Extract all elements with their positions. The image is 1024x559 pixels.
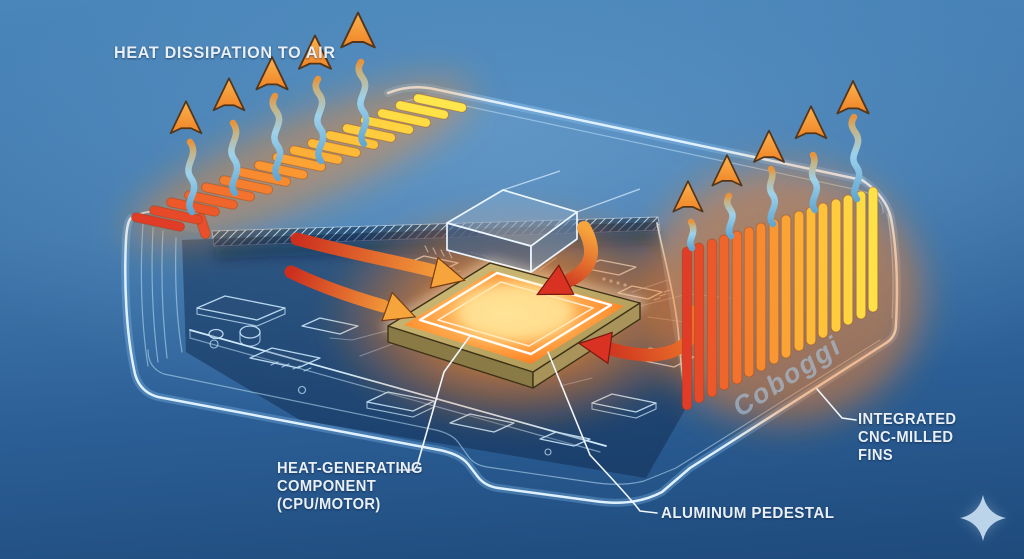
pcb-capacitor xyxy=(239,325,261,339)
airflow-arrow-head xyxy=(212,77,246,112)
label-line: COMPONENT xyxy=(277,478,377,495)
pcb-button xyxy=(208,328,224,340)
label-line: INTEGRATED xyxy=(858,411,957,428)
label-aluminum-pedestal: ALUMINUM PEDESTAL xyxy=(661,505,834,523)
label-line: CNC-MILLED xyxy=(858,429,954,446)
pcb-chip xyxy=(539,431,591,447)
leader-lines xyxy=(396,335,857,514)
label-line: FINS xyxy=(858,447,894,464)
cpu-hotspot xyxy=(458,284,574,340)
leader-component xyxy=(396,335,471,471)
airflow-arrow-head xyxy=(169,100,203,135)
pcb-screw xyxy=(544,448,552,456)
heat-flow-arrows xyxy=(284,221,701,364)
label-line: HEAT-GENERATING xyxy=(277,460,423,477)
label-line: ALUMINUM PEDESTAL xyxy=(661,505,835,522)
cpu-outer-ring xyxy=(418,271,613,356)
label-heat-generating-component: HEAT-GENERATING COMPONENT (CPU/MOTOR) xyxy=(277,460,423,514)
leader-fins xyxy=(816,388,857,421)
leader-pedestal xyxy=(547,351,658,514)
pcb-chip xyxy=(196,295,286,321)
airflow-arrow-head xyxy=(753,129,785,163)
pcb-screw xyxy=(209,339,219,349)
pcb-chip-with-pins xyxy=(249,347,321,369)
airflow-arrow-head xyxy=(340,11,376,49)
left-wall-ribs xyxy=(140,223,183,367)
label-heat-dissipation: HEAT DISSIPATION TO AIR xyxy=(114,44,336,62)
right-fin-array xyxy=(681,186,879,411)
pcb-screw xyxy=(297,385,307,395)
label-line: (CPU/MOTOR) xyxy=(277,496,381,513)
label-heat-dissipation-text: HEAT DISSIPATION TO AIR xyxy=(114,43,336,62)
label-integrated-fins: INTEGRATED CNC-MILLED FINS xyxy=(858,411,956,465)
sparkle-icon xyxy=(960,495,1006,541)
airflow-arrow-head xyxy=(836,80,870,115)
airflow-arrow-head xyxy=(794,105,828,140)
